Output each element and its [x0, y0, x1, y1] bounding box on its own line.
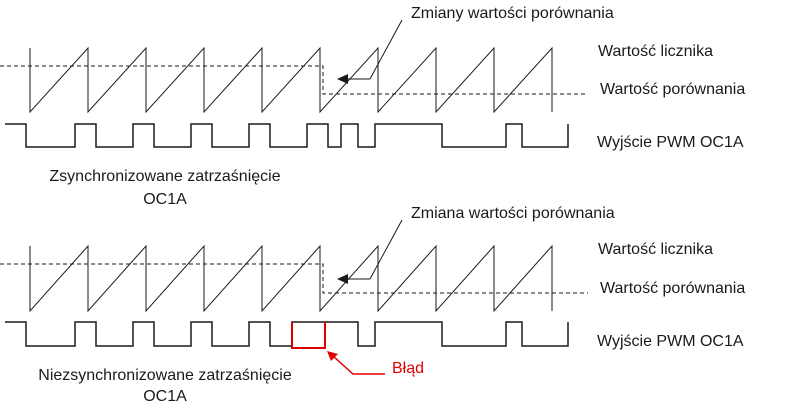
error-leader-line: [332, 355, 385, 375]
pwm-output-label: Wyjście PWM OC1A: [597, 134, 744, 151]
panel-unsynchronized: Zmiana wartości porównania Wartość liczn…: [0, 205, 745, 405]
counter-value-label: Wartość licznika: [598, 43, 713, 60]
pwm-error-segment: [291, 322, 326, 349]
compare-value-line: [0, 65, 588, 95]
counter-sawtooth: [29, 244, 553, 313]
counter-sawtooth: [29, 46, 553, 114]
pwm-output-label: Wyjście PWM OC1A: [597, 333, 744, 350]
pwm-output-waveform: [5, 321, 569, 347]
caption-line-2: OC1A: [143, 191, 187, 208]
arrowhead-icon: [337, 274, 348, 284]
caption-line-2: OC1A: [143, 388, 187, 405]
callout-leader-line: [369, 19, 403, 80]
compare-value-label: Wartość porównania: [600, 280, 745, 297]
pwm-output-waveform: [5, 123, 569, 148]
compare-value-label: Wartość porównania: [600, 81, 745, 98]
panel-synchronized: Zmiany wartości porównania Wartość liczn…: [0, 5, 745, 208]
callout-compare-change: Zmiana wartości porównania: [411, 205, 615, 222]
error-arrowhead-icon: [327, 351, 338, 361]
arrowhead-icon: [337, 74, 348, 84]
callout-leader-line: [369, 219, 403, 280]
caption-line-1: Niezsynchronizowane zatrzaśnięcie: [38, 367, 292, 384]
counter-value-label: Wartość licznika: [598, 241, 713, 258]
error-label: Błąd: [392, 360, 424, 377]
caption-line-1: Zsynchronizowane zatrzaśnięcie: [49, 168, 280, 185]
compare-value-line: [0, 263, 588, 294]
callout-compare-changes: Zmiany wartości porównania: [411, 5, 614, 22]
